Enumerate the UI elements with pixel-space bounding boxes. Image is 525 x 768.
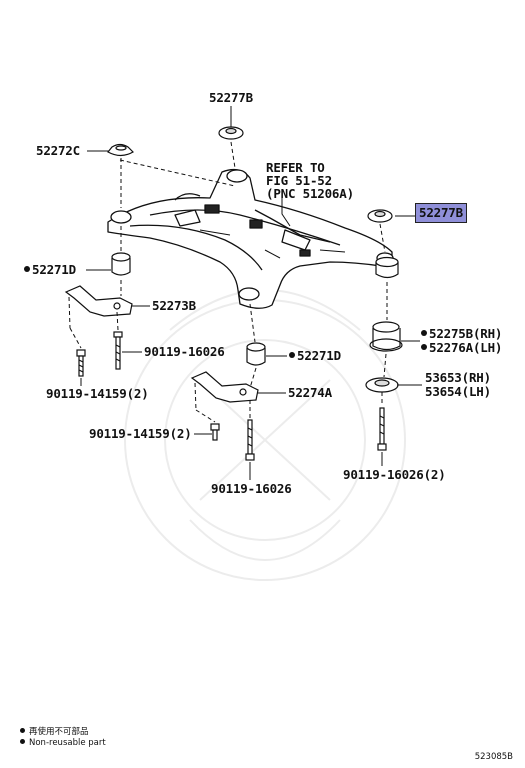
label-52271d-mid[interactable]: 52271D: [289, 349, 341, 363]
label-52277b-highlighted[interactable]: 52277B: [415, 203, 467, 223]
part-bushing-52271d-mid: [246, 342, 266, 366]
non-reusable-dot-icon: [289, 352, 295, 358]
alignment-lines: [68, 141, 388, 423]
legend-line1: 再使用不可部品: [20, 725, 89, 737]
legend-text-jp: 再使用不可部品: [29, 727, 89, 737]
label-52272c[interactable]: 52272C: [36, 143, 80, 158]
part-washer-52277b-top: [218, 126, 244, 140]
part-bolt-90119-16026-right: [377, 407, 387, 451]
label-90119-16026-right[interactable]: 90119-16026(2): [343, 467, 446, 482]
label-52271d-mid-text: 52271D: [297, 348, 341, 363]
part-bracket-52274a: [190, 371, 259, 403]
label-52276a-text: 52276A(LH): [429, 340, 503, 355]
diagram-code: 523085B: [474, 752, 513, 762]
label-53654[interactable]: 53654(LH): [425, 384, 491, 399]
part-bolt-90119-16026-bottom: [245, 419, 255, 461]
part-washer-52277b-right: [367, 209, 393, 223]
part-bolt-90119-14159-left: [76, 349, 86, 377]
label-refer-line1: REFER TO: [266, 160, 325, 175]
label-52273b[interactable]: 52273B: [152, 298, 196, 313]
label-52275b-text: 52275B(RH): [429, 326, 503, 341]
label-52274a[interactable]: 52274A: [288, 385, 332, 400]
label-52275b[interactable]: 52275B(RH): [421, 327, 502, 341]
label-refer-line3: (PNC 51206A): [266, 186, 354, 201]
label-52271d-left[interactable]: 52271D: [24, 263, 76, 277]
legend-line2: Non-reusable part: [20, 738, 106, 748]
part-bolt-90119-14159-mid: [210, 423, 220, 441]
non-reusable-dot-icon: [421, 330, 427, 336]
label-90119-16026-bottom[interactable]: 90119-16026: [211, 481, 292, 496]
highlight-box: 52277B: [415, 203, 467, 223]
part-bracket-52273b: [64, 285, 133, 317]
part-stopper-53653: [365, 377, 399, 393]
part-bolt-90119-16026-mid: [113, 331, 123, 370]
part-bushing-52271d-left: [111, 252, 131, 276]
label-90119-14159-mid[interactable]: 90119-14159(2): [89, 426, 192, 441]
label-52277b-top[interactable]: 52277B: [209, 90, 253, 105]
legend-text-en: Non-reusable part: [29, 738, 106, 748]
non-reusable-dot-icon: [24, 266, 30, 272]
label-53653[interactable]: 53653(RH): [425, 370, 491, 385]
subframe-crossmember: [107, 168, 394, 309]
part-washer-52272c: [107, 143, 134, 157]
label-52276a[interactable]: 52276A(LH): [421, 341, 502, 355]
non-reusable-dot-icon: [20, 739, 25, 744]
part-bushing-right-upper: [375, 256, 399, 279]
label-refer-line2: FIG 51-52: [266, 173, 332, 188]
label-52271d-left-text: 52271D: [32, 262, 76, 277]
part-bushing-52275b: [369, 321, 403, 352]
non-reusable-dot-icon: [20, 728, 25, 733]
label-90119-16026-mid[interactable]: 90119-16026: [144, 344, 225, 359]
leader-lines: [80, 106, 422, 480]
non-reusable-dot-icon: [421, 344, 427, 350]
label-90119-14159-left[interactable]: 90119-14159(2): [46, 386, 149, 401]
